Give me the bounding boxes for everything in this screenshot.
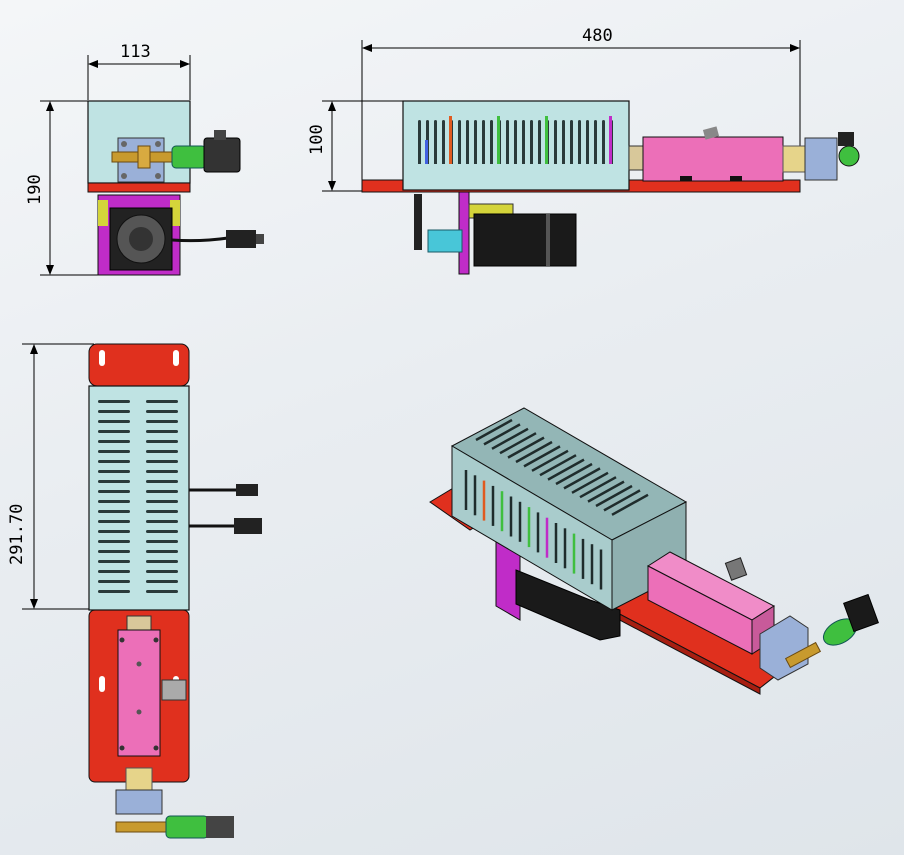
vent-slot — [98, 540, 130, 543]
vent-slot — [98, 480, 130, 483]
vent-slot — [98, 490, 130, 493]
vent-slot — [146, 520, 178, 523]
vent-slot — [515, 440, 553, 464]
side-view: 480 100 — [307, 26, 860, 275]
vent-slot — [146, 580, 178, 583]
vent-slot — [146, 490, 178, 493]
vent-slot — [146, 440, 178, 443]
vent-slot — [475, 418, 513, 442]
vent-slot — [555, 462, 593, 486]
dimension-side-length: 480 — [361, 26, 801, 180]
vent-slot — [483, 423, 521, 446]
vent-slot — [547, 458, 585, 481]
vent-slot — [98, 520, 130, 523]
vent-slot — [98, 450, 130, 453]
vent-slot — [146, 480, 178, 483]
front-green-valve — [171, 145, 207, 169]
iso-cover-side-slots — [464, 470, 603, 590]
iso-brass-fitting — [784, 641, 822, 669]
dimension-front-width: 113 — [87, 42, 191, 100]
vent-slot — [146, 590, 178, 593]
side-valve — [838, 145, 860, 167]
dimension-text-190: 190 — [25, 174, 45, 205]
vent-slot — [146, 570, 178, 573]
side-coupling — [628, 145, 644, 171]
vent-slot — [146, 530, 178, 533]
vent-slot — [523, 445, 561, 468]
vent-slot — [603, 489, 641, 512]
front-cable — [171, 236, 229, 243]
dimension-text-480: 480 — [582, 26, 613, 46]
vent-slot — [146, 470, 178, 473]
front-connector — [226, 230, 256, 248]
top-view: 291.70 — [7, 343, 262, 839]
vent-slot — [98, 570, 130, 573]
vent-slot — [98, 400, 130, 403]
vent-slot — [146, 540, 178, 543]
vent-slot — [98, 560, 130, 563]
vent-slot — [563, 467, 601, 490]
vent-slot — [98, 580, 130, 583]
vent-slot — [531, 449, 569, 472]
top-brass-fitting — [115, 821, 169, 833]
front-view: 113 190 — [25, 42, 264, 276]
isometric-view — [429, 407, 879, 695]
vent-slot — [98, 550, 130, 553]
vent-slot — [146, 560, 178, 563]
dimension-text-291-70: 291.70 — [7, 504, 27, 565]
vent-slot — [146, 500, 178, 503]
vent-slot — [611, 493, 649, 516]
vent-slot — [491, 427, 529, 450]
vent-slot — [146, 410, 178, 413]
iso-cover-top-slots — [475, 418, 649, 516]
dimension-text-100: 100 — [307, 124, 327, 155]
vent-slot — [98, 500, 130, 503]
top-cover — [88, 385, 190, 611]
vent-slot — [579, 476, 617, 499]
dimension-text-113: 113 — [120, 42, 151, 62]
vent-slot — [146, 400, 178, 403]
vent-slot — [587, 480, 625, 503]
vent-slot — [571, 471, 609, 494]
vent-slot — [146, 550, 178, 553]
top-end-block — [115, 789, 163, 815]
vent-slot — [98, 410, 130, 413]
vent-slot — [98, 420, 130, 423]
vent-slot — [499, 432, 537, 455]
vent-slot — [98, 590, 130, 593]
vent-slot — [146, 450, 178, 453]
vent-slot — [507, 436, 545, 459]
vent-slot — [539, 454, 577, 477]
vent-slot — [98, 430, 130, 433]
front-base-plate — [87, 182, 191, 193]
vent-slot — [98, 470, 130, 473]
dimension-side-height: 100 — [307, 100, 403, 192]
side-pump-body — [642, 136, 784, 182]
top-pump-body — [117, 629, 161, 757]
top-green-valve — [165, 815, 209, 839]
vent-slot — [146, 510, 178, 513]
top-cover-slots — [98, 400, 178, 593]
vent-slot — [146, 420, 178, 423]
vent-slot — [98, 530, 130, 533]
side-end-block — [804, 137, 838, 181]
vent-slot — [98, 510, 130, 513]
vent-slot — [98, 460, 130, 463]
vent-slot — [98, 440, 130, 443]
side-motor — [473, 213, 577, 267]
vent-slot — [146, 430, 178, 433]
side-cover-slots — [418, 116, 618, 164]
iso-motor — [515, 569, 621, 641]
vent-slot — [146, 460, 178, 463]
vent-slot — [595, 484, 633, 508]
dimension-top-length: 291.70 — [7, 343, 94, 610]
dimension-front-height: 190 — [25, 100, 100, 276]
